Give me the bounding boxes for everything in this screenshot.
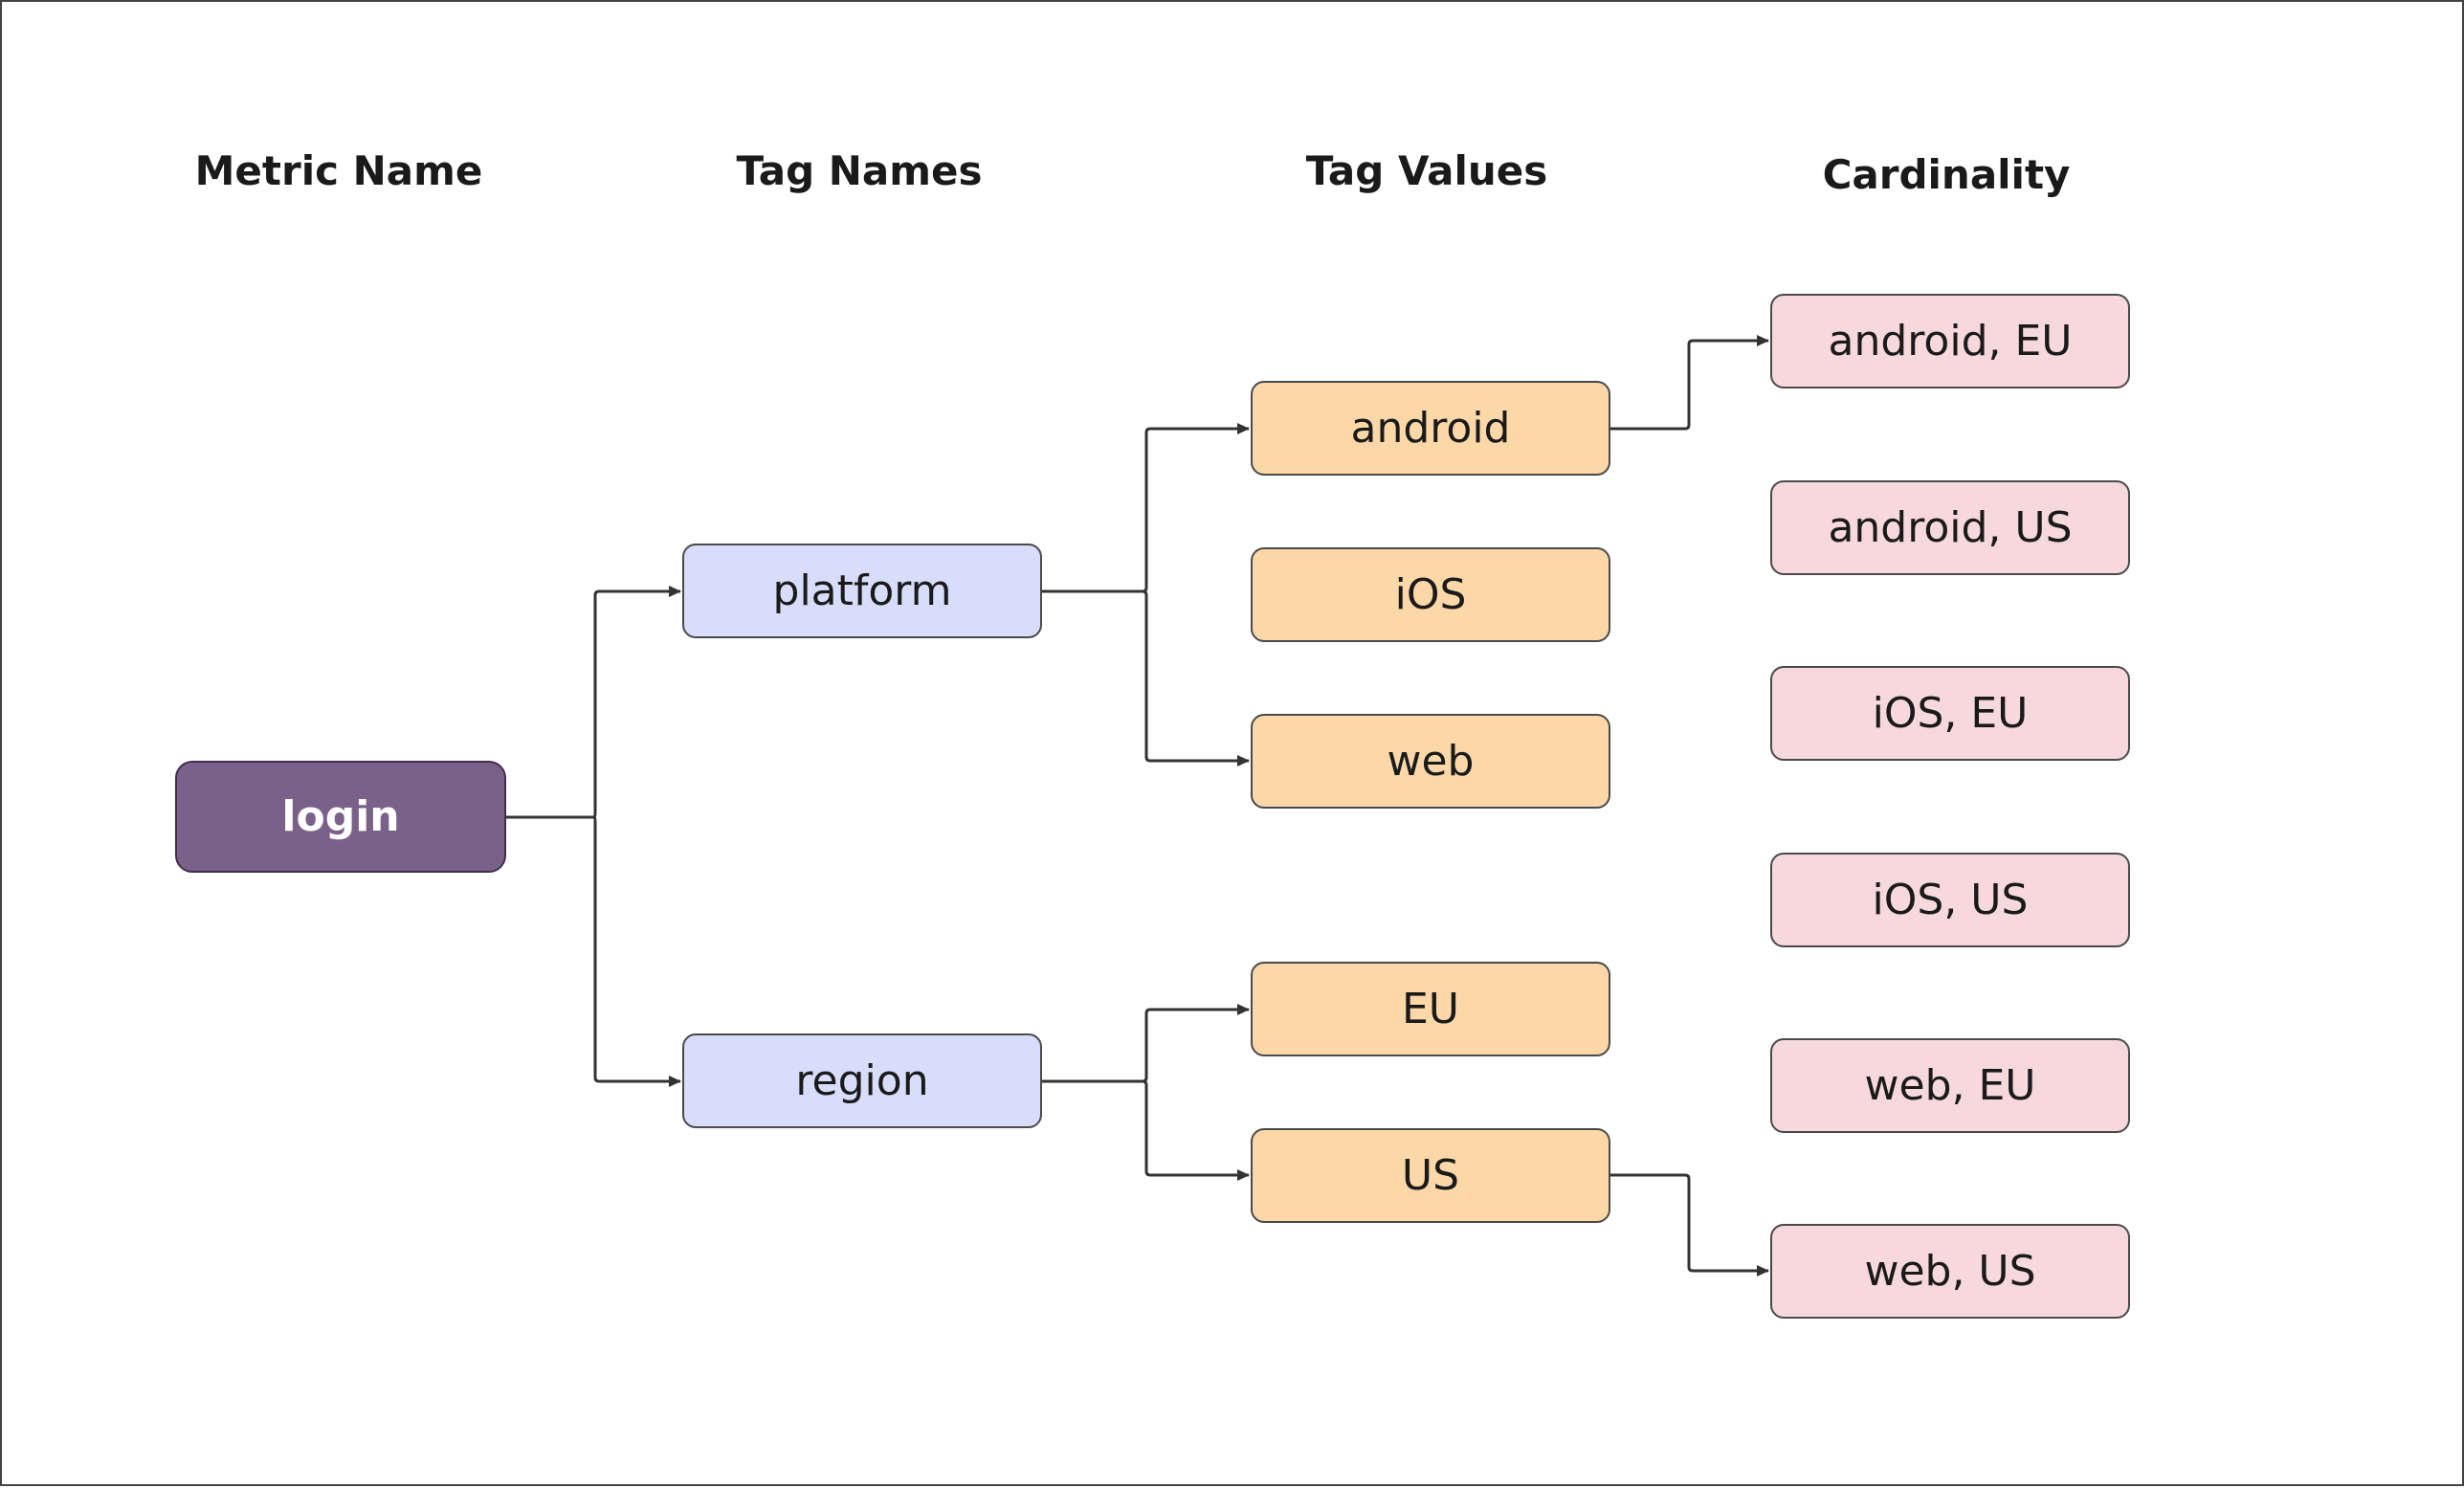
edge-android-to-android-eu: [1610, 335, 1769, 431]
tag-name-node-region: region: [682, 1033, 1042, 1128]
tag-value-node-web: web: [1251, 714, 1610, 809]
cardinality-node-ios-eu: iOS, EU: [1770, 666, 2130, 761]
edge-us-to-web-us: [1610, 1173, 1769, 1277]
cardinality-node-android-eu: android, EU: [1770, 294, 2130, 389]
cardinality-node-web-eu: web, EU: [1770, 1038, 2130, 1133]
heading-metric-name: Metric Name: [194, 147, 483, 194]
edge-platform-to-android: [1042, 423, 1250, 593]
cardinality-node-web-us: web, US: [1770, 1224, 2130, 1319]
edge-region-to-us: [1042, 1079, 1250, 1181]
edge-region-to-eu: [1042, 1004, 1250, 1083]
heading-cardinality: Cardinality: [1822, 151, 2071, 198]
cardinality-node-android-us: android, US: [1770, 480, 2130, 575]
edge-login-to-platform: [506, 586, 681, 819]
heading-tag-names: Tag Names: [736, 147, 983, 194]
edge-login-to-region: [506, 815, 681, 1087]
metric-node-login: login: [175, 761, 506, 873]
tag-value-node-ios: iOS: [1251, 547, 1610, 642]
heading-tag-values: Tag Values: [1305, 147, 1548, 194]
tag-value-node-android: android: [1251, 381, 1610, 476]
tag-name-node-platform: platform: [682, 544, 1042, 638]
tag-value-node-eu: EU: [1251, 962, 1610, 1056]
tag-value-node-us: US: [1251, 1128, 1610, 1223]
cardinality-node-ios-us: iOS, US: [1770, 853, 2130, 947]
edge-platform-to-web: [1042, 589, 1250, 766]
